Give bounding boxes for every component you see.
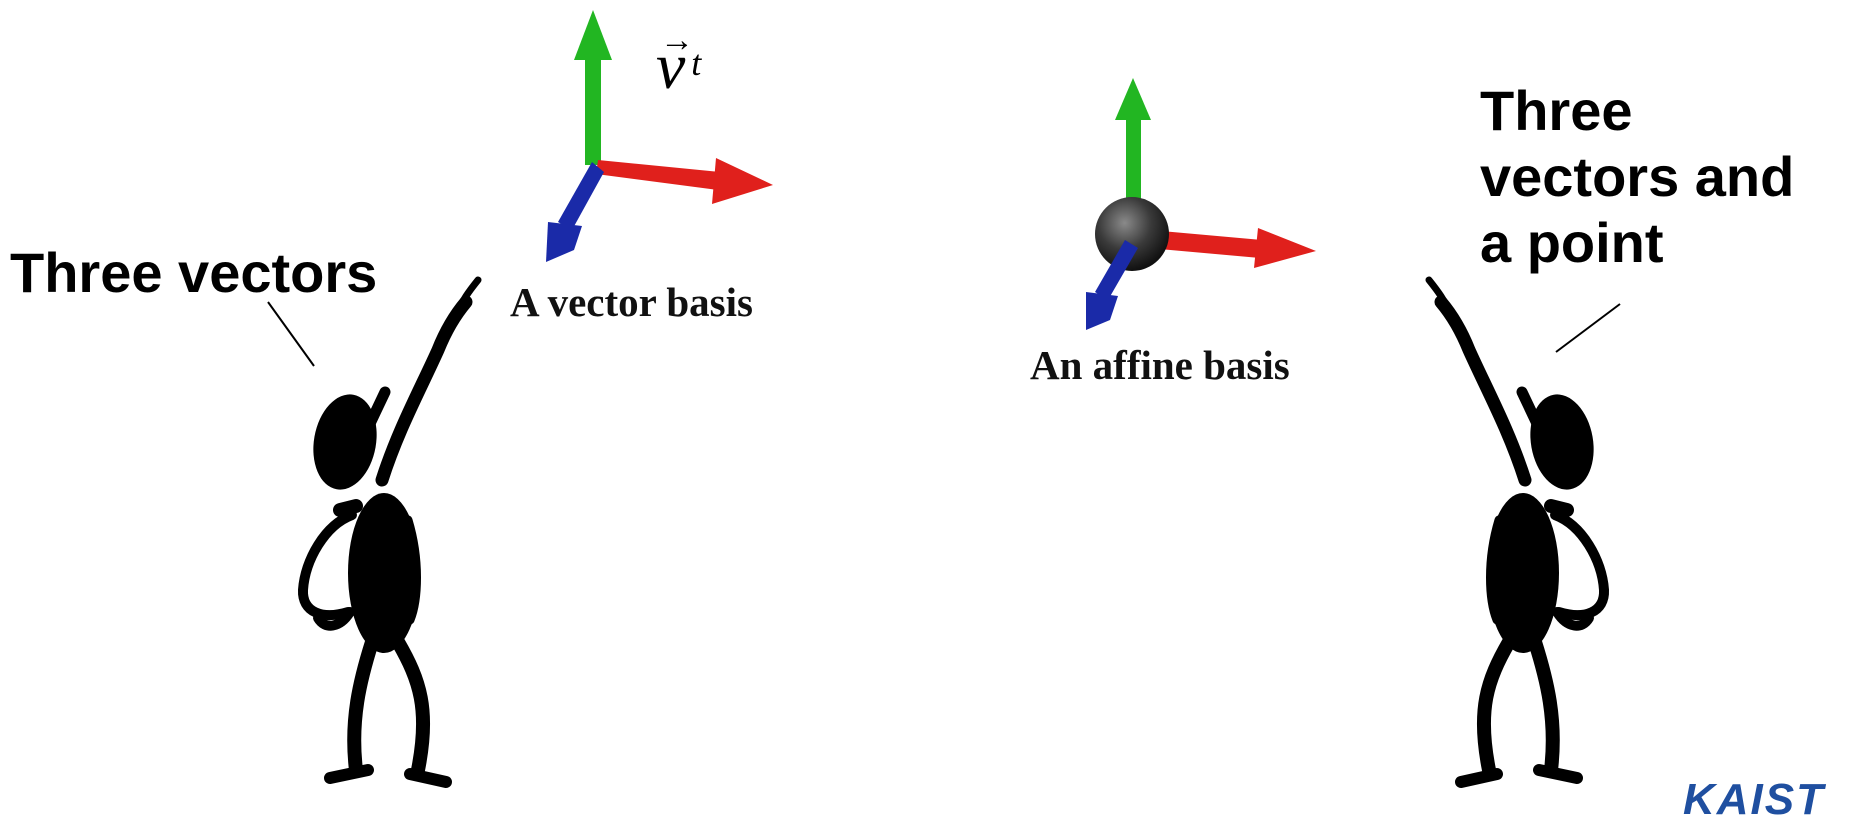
right-callout-line: Three [1480,79,1633,142]
right-callout-leader [1555,303,1621,353]
affine-basis-caption: An affine basis [1030,342,1290,388]
affine-y-axis [1115,78,1151,210]
left-callout-leader [267,301,315,367]
left-callout-text: Three vectors [10,241,378,304]
transpose-superscript: t [691,43,702,83]
left-figure-icon [298,276,482,788]
vector-basis-icon [546,10,773,262]
vector-z-axis [546,162,604,262]
affine-z-axis [1086,240,1138,330]
vector-x-axis [596,158,773,204]
affine-x-axis [1148,228,1316,268]
right-callout-line: vectors and [1480,145,1795,208]
diagram-canvas [267,10,1621,788]
overarrow-glyph: → [660,22,694,59]
vector-y-axis [574,10,612,165]
affine-basis-icon [1086,78,1316,330]
right-figure-icon [1425,276,1609,788]
vector-basis-caption: A vector basis [510,279,753,325]
right-callout-text: Three vectors and a point [1480,78,1794,276]
vector-symbol: v [656,30,686,103]
origin-point-icon [1095,197,1169,271]
right-callout-line: a point [1480,211,1664,274]
kaist-logo: KAIST [1683,775,1825,824]
